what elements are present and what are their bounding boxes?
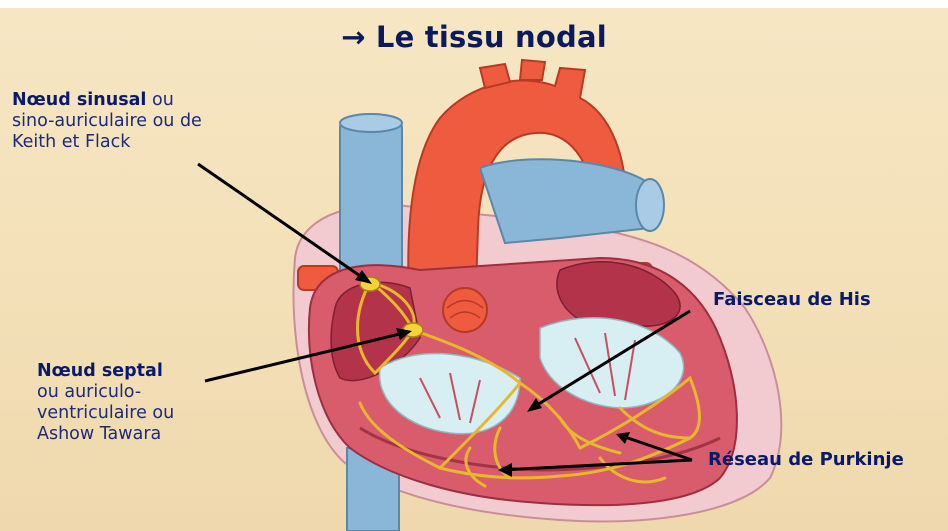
pulmonary-opening <box>636 179 664 231</box>
pulmonary-artery <box>480 159 661 243</box>
label-noeud-sinusal-name: Nœud sinusal <box>12 90 146 110</box>
label-faisceau-de-his: Faisceau de His <box>713 289 871 310</box>
label-noeud-septal-desc-1: ou auriculo- <box>37 382 141 402</box>
label-noeud-sinusal: Nœud sinusal ou sino-auriculaire ou de K… <box>12 90 272 153</box>
label-noeud-septal-name: Nœud septal <box>37 361 163 381</box>
page-title: → Le tissu nodal <box>0 20 948 54</box>
slide: → Le tissu nodal Nœud sinusal ou sino-au… <box>0 8 948 531</box>
label-noeud-septal-desc-3: Ashow Tawara <box>37 424 161 444</box>
label-noeud-sinusal-desc-3: Keith et Flack <box>12 132 130 152</box>
label-noeud-septal-desc-2: ventriculaire ou <box>37 403 174 423</box>
label-noeud-sinusal-desc-2: sino-auriculaire ou de <box>12 111 202 131</box>
label-reseau-de-purkinje: Réseau de Purkinje <box>708 449 904 470</box>
aortic-valve <box>443 288 487 332</box>
vena-cava-opening <box>340 114 402 132</box>
label-noeud-sinusal-desc-1: ou <box>146 90 173 110</box>
label-noeud-septal: Nœud septal ou auriculo- ventriculaire o… <box>37 361 237 445</box>
